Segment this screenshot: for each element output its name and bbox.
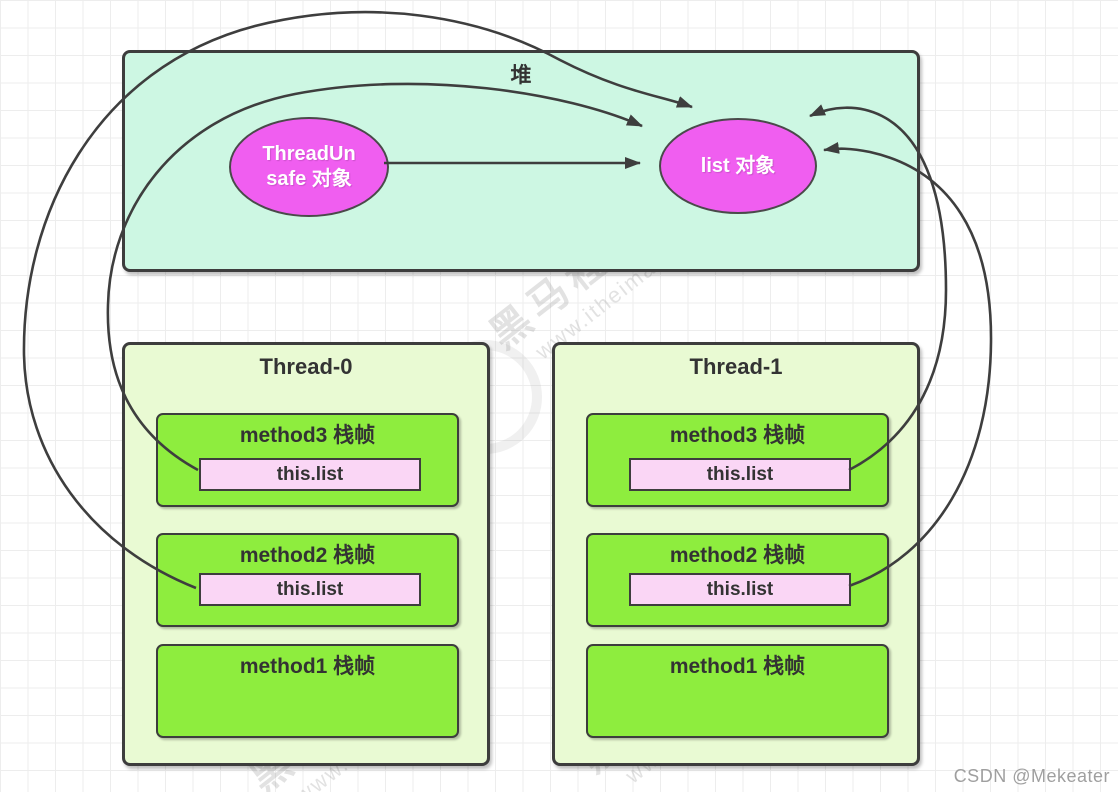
thread-0-method2-this-list-ref: this.list bbox=[199, 573, 421, 606]
threadunsafe-object-node: ThreadUn safe 对象 bbox=[229, 117, 389, 217]
thread-0-title: Thread-0 bbox=[259, 354, 353, 379]
threadunsafe-object-label-line1: ThreadUn bbox=[262, 143, 356, 165]
thread-1-stack-box: Thread-1 method3 栈帧 this.list method2 栈帧… bbox=[552, 342, 920, 766]
frame-label: method2 栈帧 bbox=[239, 544, 376, 567]
frame-label: method1 栈帧 bbox=[239, 655, 376, 678]
thread-1-method1-frame: method1 栈帧 bbox=[586, 644, 889, 738]
list-object-node: list 对象 bbox=[659, 118, 817, 214]
frame-label: method3 栈帧 bbox=[239, 424, 376, 447]
frame-label: method1 栈帧 bbox=[669, 655, 806, 678]
thread-1-title: Thread-1 bbox=[689, 354, 783, 379]
heap-box: 堆 ThreadUn safe 对象 list 对象 bbox=[122, 50, 920, 272]
csdn-credit: CSDN @Mekeater bbox=[953, 766, 1110, 786]
frame-label: method3 栈帧 bbox=[669, 424, 806, 447]
thread-0-method2-frame: method2 栈帧 this.list bbox=[156, 533, 459, 627]
threadunsafe-object-label-line2: safe 对象 bbox=[266, 168, 352, 190]
frame-label: method2 栈帧 bbox=[669, 544, 806, 567]
thread-0-stack-box: Thread-0 method3 栈帧 this.list method2 栈帧… bbox=[122, 342, 490, 766]
thread-0-method1-frame: method1 栈帧 bbox=[156, 644, 459, 738]
thread-0-method3-this-list-ref: this.list bbox=[199, 458, 421, 491]
heap-label: 堆 bbox=[510, 64, 532, 87]
thread-1-method3-this-list-ref: this.list bbox=[629, 458, 851, 491]
list-object-label: list 对象 bbox=[700, 154, 776, 177]
thread-1-method2-this-list-ref: this.list bbox=[629, 573, 851, 606]
thread-0-method3-frame: method3 栈帧 this.list bbox=[156, 413, 459, 507]
thread-1-method3-frame: method3 栈帧 this.list bbox=[586, 413, 889, 507]
thread-1-method2-frame: method2 栈帧 this.list bbox=[586, 533, 889, 627]
